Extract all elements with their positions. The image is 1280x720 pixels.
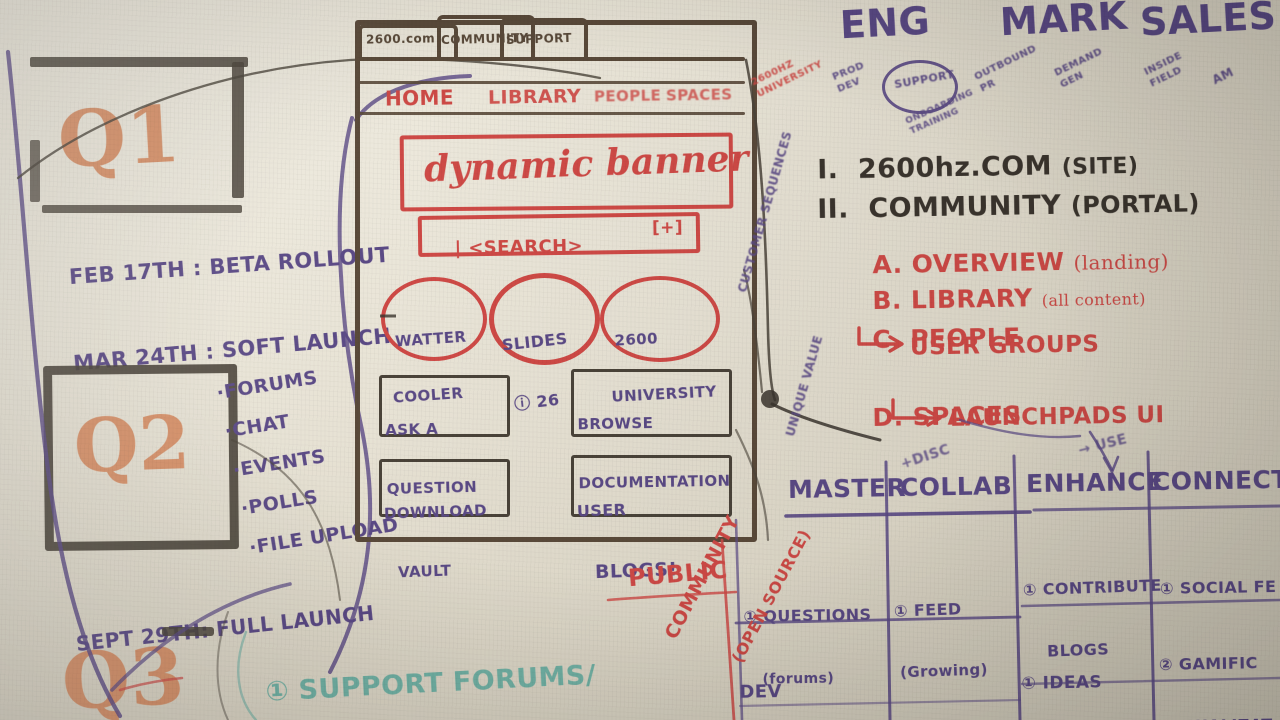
milestone-1-date: FEB 17TH (68, 257, 187, 290)
team-sub-prod-dev: PROD DEV (830, 60, 866, 95)
nav-item-people[interactable]: PEOPLE (593, 86, 662, 106)
bottom-note-teal-line1: ① SUPPORT FORUMS/ (264, 659, 597, 708)
nav-item-library[interactable]: LIBRARY (487, 85, 582, 109)
browser-tab-2-label: SUPPORT (505, 30, 573, 48)
quarter-label-q2: Q2 (72, 400, 192, 490)
matrix-annotation-use: → USE (1076, 431, 1129, 459)
sp1 (849, 195, 869, 223)
outline-letter-b-paren: (all content) (1041, 288, 1146, 310)
outline-roman-1-paren: (PORTAL) (1070, 188, 1200, 220)
side-note-unique-value: UNIQUE VALUE (783, 333, 826, 439)
search-input[interactable]: | <SEARCH> (428, 220, 584, 278)
circle-2-line1: 2600 (614, 328, 659, 350)
circle-0-line1: WATTER (394, 327, 467, 351)
q1-bracket-bottom (42, 205, 242, 213)
card-2-line1: DOWNLOAD (383, 501, 488, 523)
card-1-line1: BROWSE (577, 414, 654, 434)
team-header-mark: MARK (998, 0, 1129, 45)
nav-item-home[interactable]: HOME (384, 85, 455, 111)
matrix-cell-6-line1: ② GAMIFIC (1158, 652, 1258, 674)
card-2-line2: VAULT (397, 561, 452, 581)
circle-1[interactable] (489, 273, 600, 365)
card-3-line1: USER (576, 500, 627, 521)
outline-roman-1-text: COMMUNITY (868, 189, 1062, 224)
team-sub-am: AM (1209, 64, 1236, 88)
circle-1-line1: SLIDES (500, 328, 569, 355)
matrix-cell-3-line1: ① SOCIAL FE (1159, 576, 1277, 598)
milestone-1-sep: : (184, 255, 211, 282)
matrix-cell-1-line1: ① FEED (893, 598, 962, 621)
q1-bracket-left (30, 140, 40, 202)
team-sub-university: 2600HZ UNIVERSITY (749, 58, 825, 100)
card-download-vault-label: DOWNLOAD VAULT (382, 462, 490, 621)
card-browse-docs[interactable] (571, 369, 732, 437)
outline-sub-launchpads: LAUNCHPADS UI (949, 402, 1165, 432)
team-sub-support-circle (882, 60, 958, 114)
sp1b (1061, 191, 1071, 219)
q2-feature-2-label: EVENTS (238, 444, 327, 481)
team-header-sales: SALES (1138, 0, 1278, 45)
browser-tab-1[interactable] (437, 15, 535, 61)
quarter-label-q3: Q3 (59, 630, 187, 720)
matrix-cell-6-line2: VISUALIZAT (1164, 715, 1273, 720)
outline-letter-c-num: C. (872, 323, 902, 354)
search-caret: | (454, 238, 469, 260)
outline-letter-d-num: D. (872, 401, 904, 432)
circle-2[interactable] (600, 276, 720, 362)
q2-feature-3-label: POLLS (246, 485, 320, 519)
outline-roman-1-num: II. (816, 192, 850, 225)
quarter-label-q1: Q1 (55, 88, 183, 187)
nav-item-spaces[interactable]: SPACES (665, 85, 733, 105)
q1-bracket-top (30, 57, 248, 67)
browser-tab-0-label: 2600.com (365, 31, 436, 47)
team-sub-outbound-pr: OUTBOUND PR (972, 43, 1039, 95)
q2-feature-1-label: CHAT (230, 410, 292, 442)
browser-nav-rule (357, 112, 745, 115)
matrix-header-collab: COLLAB (899, 471, 1013, 502)
circle-0[interactable] (381, 277, 487, 361)
matrix-header-enhance: ENHANCE (1025, 466, 1164, 499)
matrix-header-master: MASTER (787, 472, 907, 505)
bottom-note-community-line2: (OPEN SOURCE) (727, 526, 814, 666)
browser-tab-2[interactable] (500, 18, 588, 61)
q1-bracket-right (232, 62, 244, 198)
browser-chrome-rule-2 (357, 81, 745, 84)
spb2 (1032, 285, 1042, 311)
card-0-line1: ASK A (384, 419, 439, 440)
milestone-1: FEB 17TH : BETA ROLLOUT (36, 224, 392, 313)
card-user-blogs[interactable] (571, 455, 732, 517)
matrix-cell-2-line1: ① CONTRIBUTE (1022, 575, 1163, 600)
matrix-header-connect: CONNECT (1151, 464, 1280, 497)
search-submit-button[interactable]: [+] (651, 217, 684, 239)
bottom-note-teal: ① SUPPORT FORUMS/ MESSAGE BOARDS (261, 593, 642, 720)
browser-tab-0[interactable] (358, 24, 458, 61)
card-download-vault[interactable] (379, 459, 510, 517)
milestone-2-sep: : (196, 339, 224, 366)
team-sub-inside-field: INSIDE FIELD (1142, 50, 1184, 90)
bottom-note-community-line1: COMMUNITY (659, 511, 744, 643)
search-placeholder-label: <SEARCH> (468, 236, 584, 260)
matrix-cell-enhance-2: ③ ARTICLES (1021, 687, 1137, 720)
outline-sub-user-groups: USER GROUPS (909, 331, 1100, 361)
browser-chrome-rule-1 (357, 57, 745, 61)
q2-feature-1: ·CHAT (223, 410, 292, 443)
spd (903, 404, 913, 430)
team-sub-demand-gen: DEMAND GEN (1052, 46, 1105, 91)
circle-1-line2: ⓘ 26 (513, 389, 561, 414)
card-ask-question[interactable] (379, 375, 510, 437)
matrix-cell-connect-1: ② GAMIFIC VISUALIZAT (1 realize ver (1158, 611, 1274, 720)
team-header-eng: ENG (838, 0, 932, 48)
